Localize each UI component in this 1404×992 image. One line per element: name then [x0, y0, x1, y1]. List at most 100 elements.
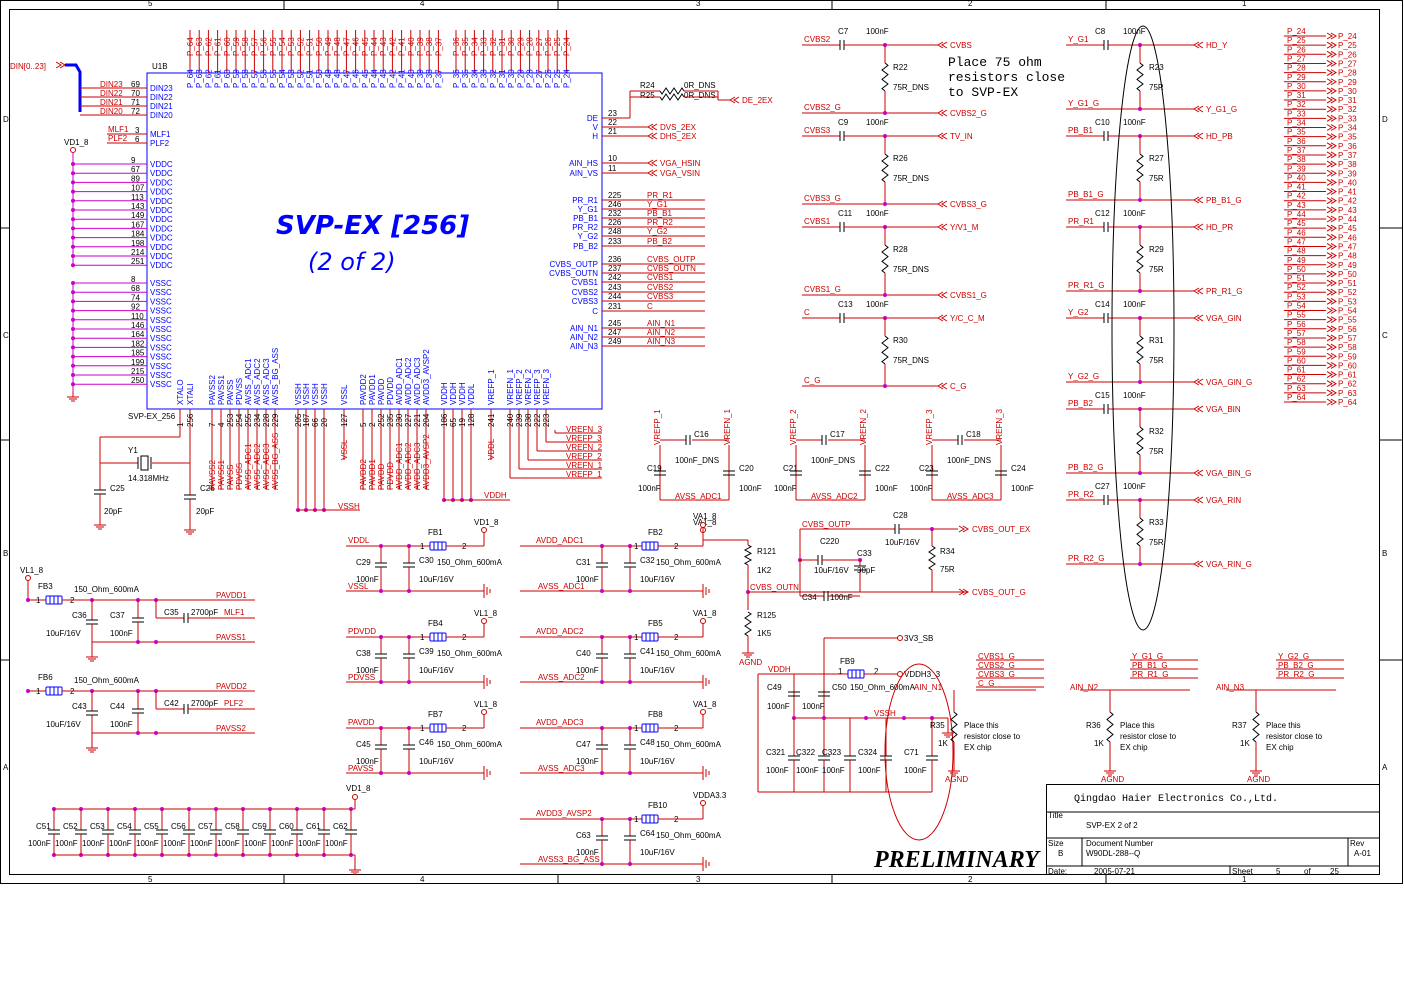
vssc-junction — [71, 308, 75, 313]
pin-name: PB_B2 — [573, 242, 598, 251]
note-75-ohm: resistors close — [948, 70, 1065, 85]
chip-title: SVP-EX [256] — [276, 211, 469, 241]
ain-gnd-label: AGND — [1247, 775, 1270, 784]
vga-vsin-label: VGA_VSIN — [660, 169, 700, 178]
pin-number: 226 — [608, 218, 622, 227]
pin-name: P_31 — [498, 69, 507, 88]
input-arrow — [1193, 314, 1204, 322]
p-bus-net-label: P_34 — [1287, 119, 1306, 128]
pin-name: PAVSS — [226, 380, 235, 406]
supply-port — [700, 709, 706, 715]
pin-name: P_38 — [425, 69, 434, 88]
pin-name: CVBS3 — [572, 297, 599, 306]
plf-cap — [183, 613, 189, 623]
ain-note: EX chip — [1120, 743, 1148, 752]
junction-dot — [600, 589, 604, 593]
p-bus-port-label: P_54 — [1338, 307, 1357, 316]
pin-number: 245 — [608, 319, 622, 328]
net-label: PAVSS — [226, 465, 235, 491]
pin-number: 113 — [131, 193, 144, 202]
vref-bridge-value: 100nF_DNS — [675, 456, 719, 465]
p-bus-arrow — [1326, 160, 1337, 168]
pin-name: VREFP_1 — [487, 369, 496, 405]
bank-cap-value: 100nF — [28, 839, 51, 848]
c26-capacitor — [184, 494, 196, 500]
vref-gnd-label: AVSS_ADC2 — [811, 492, 858, 501]
bulk-cap-value: 10uF/16V — [46, 720, 81, 729]
p-bus-net-label: P_39 — [1287, 164, 1306, 173]
vdd-net-label: VDDL — [348, 536, 370, 545]
bank-cap-value: 100nF — [217, 839, 240, 848]
pin-number: 225 — [608, 191, 622, 200]
coupling-cap-value: 100nF — [866, 300, 889, 309]
chevron — [1193, 41, 1200, 49]
c28-value: 10uF/16V — [885, 538, 920, 547]
net-label: AVDD_ADC3 — [413, 442, 422, 490]
chevron — [1193, 405, 1200, 413]
bank-cap-value: 100nF — [136, 839, 159, 848]
p-bus-arrow — [1326, 188, 1337, 195]
pin-name: P_42 — [388, 69, 397, 88]
ferrite-value: 150_Ohm_600mA — [656, 831, 722, 840]
pin-name: VSSH — [302, 383, 311, 405]
p-bus-port-label: P_41 — [1338, 188, 1357, 197]
pin-name: CVBS2 — [572, 288, 599, 297]
pav-net-label: PAVDD1 — [216, 591, 247, 600]
vref-bridge-value: 100nF_DNS — [811, 456, 855, 465]
gnd-conn-label: CVBS1_G — [950, 291, 987, 300]
zone-letter-left: C — [3, 331, 9, 340]
p-bus-net-label: P_62 — [1287, 375, 1306, 384]
chevron — [733, 96, 740, 104]
supply-port — [481, 618, 487, 624]
pin-name: PAVDD1 — [368, 374, 377, 405]
bulk-cap-ref: C46 — [419, 738, 434, 747]
pin-number: 72 — [131, 107, 140, 116]
vref-net-label: VREFN_1 — [566, 461, 603, 470]
input-net-label: C — [804, 308, 810, 317]
pin-name: VDDH — [449, 382, 458, 405]
decoupling-cap-value: 100nF — [356, 757, 379, 766]
pin-name: DE — [587, 114, 598, 123]
ferrite-bead — [641, 723, 659, 733]
p-bus-net: P_62 — [204, 37, 213, 56]
pin-name: VSSC — [150, 316, 172, 325]
bank-cap-ref: C53 — [90, 822, 105, 831]
p-bus-net: P_44 — [370, 37, 379, 56]
vddc-junction — [71, 162, 75, 166]
chevron — [1330, 105, 1337, 113]
chevron — [1330, 197, 1337, 205]
pin-name: P_53 — [287, 69, 296, 88]
ain-note: Place this — [1120, 721, 1155, 730]
vss-net-label: AVSS_ADC1 — [538, 582, 585, 591]
vga-hsin-arrow — [647, 159, 658, 167]
chevron — [937, 132, 944, 140]
vga-vsin-arrow — [647, 169, 658, 177]
ain-resistor-ref: R35 — [930, 721, 945, 730]
chevron — [1197, 560, 1204, 568]
p-bus-net-label: P_55 — [1287, 311, 1306, 320]
c49-value: 100nF — [767, 702, 790, 711]
r34-resistor — [928, 545, 936, 571]
term-resistor-ref: R23 — [1149, 63, 1164, 72]
p-bus-port-label: P_26 — [1338, 50, 1357, 59]
ain-note: Place this — [1266, 721, 1301, 730]
crystal-ref: Y1 — [128, 446, 138, 455]
chevron — [1330, 307, 1337, 314]
vref-net-label: VREFP_1 — [566, 470, 602, 479]
decoupling-cap-value: 100nF — [576, 575, 599, 584]
pin-name: XTALI — [186, 383, 195, 405]
pin-1: 1 — [420, 633, 425, 642]
p-bus-net-label: P_48 — [1287, 247, 1306, 256]
junction-dot — [1138, 198, 1142, 202]
bulk-cap-ref: C32 — [640, 556, 655, 565]
vref-gnd-label: AVSS_ADC1 — [675, 492, 722, 501]
vrefp-label: VREFP_2 — [789, 409, 798, 445]
p-bus-arrow — [1326, 69, 1337, 77]
bulk-cap-ref: C30 — [419, 556, 434, 565]
bank-cap-value: 100nF — [109, 839, 132, 848]
pin-name: VSSC — [150, 288, 172, 297]
pin-name: VSSC — [150, 307, 172, 316]
bypass-cap-ref: C322 — [796, 748, 816, 757]
input-net-label: PB_B2 — [1068, 399, 1093, 408]
